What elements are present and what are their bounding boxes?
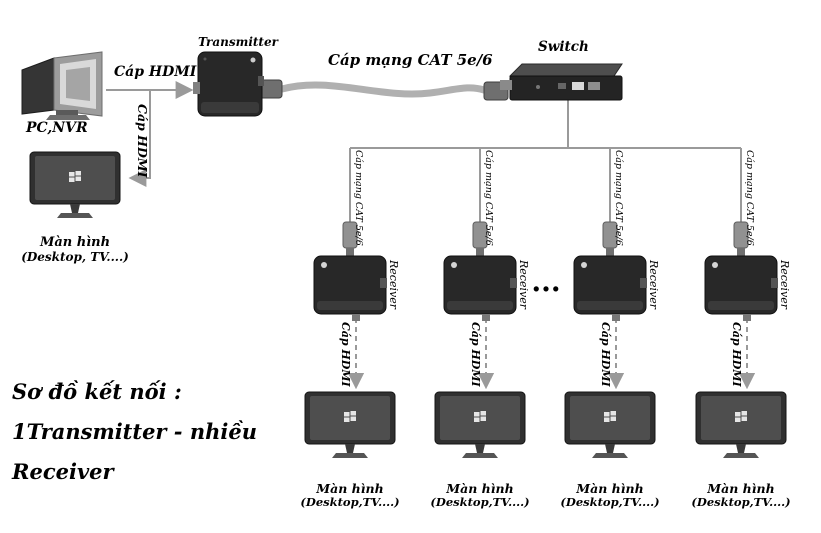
monitor-2 (434, 391, 526, 459)
hdmi-cable-label-col-1: Cáp HDMI (339, 322, 352, 387)
monitor-caption-1: Màn hình (Desktop,TV....) (290, 481, 410, 510)
hdmi-cable-label-left: Cáp HDMI (135, 104, 150, 178)
monitor-sub-4: (Desktop,TV....) (691, 495, 791, 510)
monitor-left (29, 151, 121, 219)
receiver-label-1: Receiver (387, 260, 400, 309)
connection-lines (106, 81, 742, 224)
left-monitor-sub: (Desktop, TV....) (21, 249, 129, 264)
caption-line-1: Sơ đồ kết nối : (12, 379, 182, 404)
cat-cable-label-2: Cáp mạng CAT 5e/6 (483, 150, 494, 246)
hdmi-cable-label-col-2: Cáp HDMI (469, 322, 482, 387)
hdmi-cable-label-col-4: Cáp HDMI (730, 322, 743, 387)
hdmi-cable-label-top: Cáp HDMI (114, 64, 197, 80)
receiver-label-3: Receiver (647, 260, 660, 309)
hdmi-cable-label-col-3: Cáp HDMI (599, 322, 612, 387)
monitor-name-2: Màn hình (446, 481, 514, 496)
cat-cable-label-top: Cáp mạng CAT 5e/6 (328, 51, 493, 69)
monitor-sub-3: (Desktop,TV....) (560, 495, 660, 510)
hdmi-dashed-arrows (347, 318, 756, 390)
receiver-4 (704, 255, 779, 315)
left-monitor-name: Màn hình (39, 235, 111, 250)
cat-cable-label-1: Cáp mạng CAT 5e/6 (353, 150, 364, 246)
monitor-sub-1: (Desktop,TV....) (300, 495, 400, 510)
pc-nvr-label: PC,NVR (26, 120, 88, 136)
monitor-name-4: Màn hình (707, 481, 775, 496)
caption-line-2: 1Transmitter - nhiều (12, 419, 257, 444)
transmitter-label: Transmitter (198, 35, 278, 49)
cat-cable-label-3: Cáp mạng CAT 5e/6 (613, 150, 624, 246)
monitor-caption-4: Màn hình (Desktop,TV....) (681, 481, 801, 510)
left-monitor-caption: Màn hình (Desktop, TV....) (15, 235, 135, 265)
cat-cable-label-4: Cáp mạng CAT 5e/6 (744, 150, 755, 246)
ellipsis: ... (531, 265, 561, 298)
pc-nvr-device (21, 51, 103, 120)
receiver-1 (313, 255, 388, 315)
monitor-name-3: Màn hình (576, 481, 644, 496)
monitor-sub-2: (Desktop,TV....) (430, 495, 530, 510)
monitor-name-1: Màn hình (316, 481, 384, 496)
monitor-1 (304, 391, 396, 459)
receiver-devices (313, 221, 779, 321)
monitor-caption-2: Màn hình (Desktop,TV....) (420, 481, 540, 510)
monitor-4 (695, 391, 787, 459)
monitor-caption-3: Màn hình (Desktop,TV....) (550, 481, 670, 510)
receiver-label-4: Receiver (778, 260, 791, 309)
hdmi-line-pc-to-monitor (128, 90, 151, 187)
receiver-2 (443, 255, 518, 315)
receiver-3 (573, 255, 648, 315)
switch-device (500, 63, 623, 101)
switch-label: Switch (538, 39, 589, 55)
cat-cable (257, 79, 509, 101)
caption-line-3: Receiver (12, 459, 114, 484)
diagram-caption: Sơ đồ kết nối : 1Transmitter - nhiều Rec… (12, 379, 257, 500)
monitor-3 (564, 391, 656, 459)
transmitter-device (193, 51, 264, 117)
